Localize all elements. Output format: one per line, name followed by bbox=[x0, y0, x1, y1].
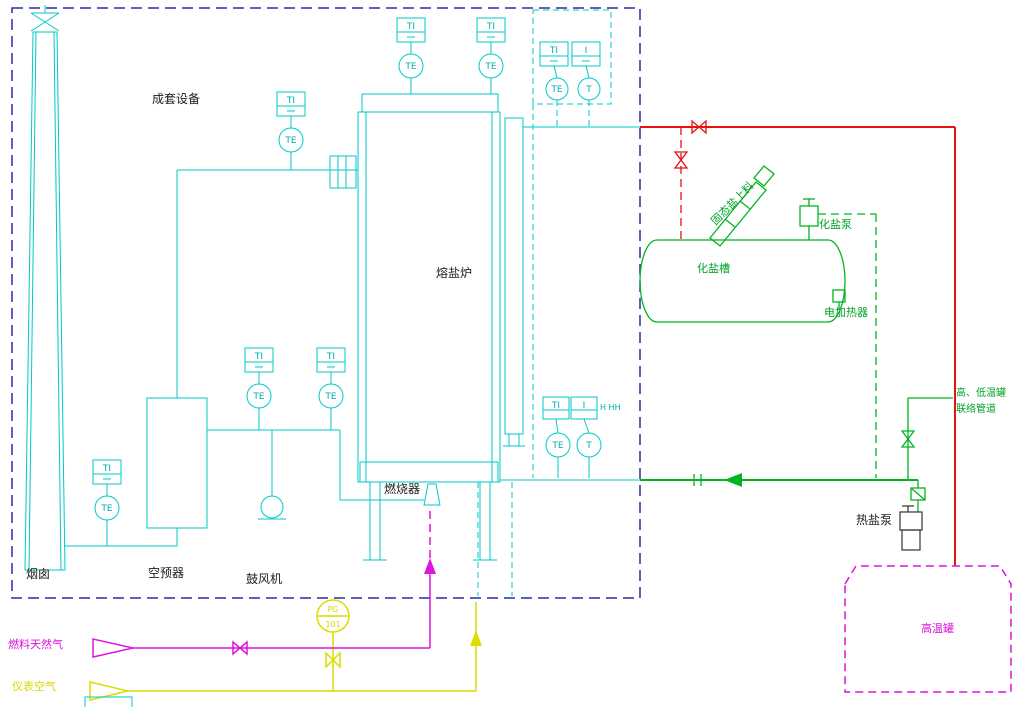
salt-return-line bbox=[640, 473, 926, 512]
tag-label: T bbox=[585, 85, 592, 95]
instrument-ti-te-5: TI TE bbox=[276, 91, 306, 170]
tag-label: I bbox=[585, 46, 588, 56]
alarm-flags-label: H HH bbox=[600, 403, 621, 412]
tag-label: TI bbox=[549, 46, 558, 56]
fuel-gas-label: 燃料天然气 bbox=[8, 637, 63, 651]
electric-heater-label: 电加热器 bbox=[824, 306, 868, 319]
tag-label: TI bbox=[551, 401, 560, 411]
air-preheater: 空预器 bbox=[146, 397, 208, 580]
hot-salt-pump-label: 热盐泵 bbox=[856, 513, 892, 527]
tag-label: PG bbox=[327, 605, 338, 614]
air-preheater-label: 空预器 bbox=[148, 566, 184, 580]
instrument-i-t-10: I T H HH bbox=[570, 396, 621, 478]
solid-salt-feed-label: 固态盐上料 bbox=[708, 179, 757, 228]
tag-label: TE bbox=[484, 62, 496, 72]
burner: 燃烧器 bbox=[384, 481, 441, 506]
salt-melting-pump-label: 化盐泵 bbox=[819, 217, 852, 231]
furnace-label: 熔盐炉 bbox=[436, 265, 472, 280]
title-block-corner bbox=[84, 696, 133, 707]
furnace-nozzle-lines bbox=[500, 126, 640, 481]
instrument-ti-te-7: TI TE bbox=[316, 347, 346, 430]
package-boundary: 成套设备 bbox=[11, 7, 641, 599]
interconnect-label-1: 高、低温罐 bbox=[956, 386, 1006, 399]
tag-label: TI bbox=[486, 22, 495, 32]
instrument-air-label: 仪表空气 bbox=[12, 679, 56, 693]
tag-label: TE bbox=[551, 441, 563, 451]
instrument-ti-te-9: TI TE bbox=[542, 396, 571, 478]
high-temp-tank-label: 高温罐 bbox=[921, 621, 954, 635]
tag-label: TI bbox=[326, 352, 335, 362]
furnace-support-legs bbox=[363, 482, 497, 561]
instrument-ti-te-1: TI TE bbox=[396, 17, 426, 94]
instrument-ti-te-3: TI TE bbox=[539, 41, 569, 127]
tag-label: TE bbox=[550, 85, 562, 95]
instrument-ti-te-2: TI TE bbox=[476, 17, 506, 94]
tag-number-label: 101 bbox=[325, 620, 340, 629]
tag-label: TE bbox=[404, 62, 416, 72]
chimney: 烟囱 bbox=[24, 5, 66, 581]
furnace-side-coil bbox=[503, 117, 525, 447]
instrument-ti-te-6: TI TE bbox=[244, 347, 274, 430]
solid-salt-feed-chute: 固态盐上料 bbox=[708, 165, 775, 247]
tag-label: TE bbox=[252, 392, 264, 402]
blower: 鼓风机 bbox=[246, 430, 286, 586]
salt-melting-tank-label: 化盐槽 bbox=[697, 261, 730, 275]
tag-label: T bbox=[585, 441, 592, 451]
flow-arrow-left bbox=[724, 473, 742, 487]
package-boundary-label: 成套设备 bbox=[152, 92, 200, 106]
combustion-air-line bbox=[207, 429, 424, 501]
high-temp-tank: 高温罐 bbox=[844, 565, 1012, 693]
blower-label: 鼓风机 bbox=[246, 572, 282, 586]
instrument-signal-region bbox=[477, 9, 612, 596]
instrument-i-t-4: I T bbox=[571, 41, 601, 127]
tag-label: TI bbox=[254, 352, 263, 362]
flow-arrow-up bbox=[424, 558, 436, 574]
instrument-air-line: 仪表空气 bbox=[12, 602, 482, 701]
interconnect-label-2: 联络管道 bbox=[956, 402, 996, 415]
pressure-gauge-pg101: PG 101 bbox=[316, 599, 350, 691]
tag-label: TE bbox=[100, 504, 112, 514]
hot-salt-supply-line bbox=[640, 119, 956, 566]
tag-label: TI bbox=[102, 464, 111, 474]
molten-salt-furnace: 熔盐炉 bbox=[357, 80, 501, 483]
tank-interconnect-line: 高、低温罐 联络管道 bbox=[900, 386, 1006, 480]
chimney-label: 烟囱 bbox=[26, 567, 50, 581]
salt-melting-tank: 化盐槽 电加热器 bbox=[639, 239, 868, 323]
burner-label: 燃烧器 bbox=[384, 481, 420, 496]
tag-label: TI bbox=[286, 96, 295, 106]
instrument-ti-te-8: TI TE bbox=[92, 459, 122, 546]
tag-label: I bbox=[583, 401, 586, 411]
hot-salt-pump: 热盐泵 bbox=[856, 505, 923, 551]
flow-arrow-up bbox=[470, 630, 482, 646]
tag-label: TE bbox=[324, 392, 336, 402]
salt-melting-pump: 化盐泵 bbox=[799, 198, 877, 478]
fuel-gas-line: 燃料天然气 bbox=[8, 506, 436, 658]
flue-gas-ducts bbox=[64, 155, 358, 547]
tag-label: TE bbox=[284, 136, 296, 146]
tag-label: TI bbox=[406, 22, 415, 32]
